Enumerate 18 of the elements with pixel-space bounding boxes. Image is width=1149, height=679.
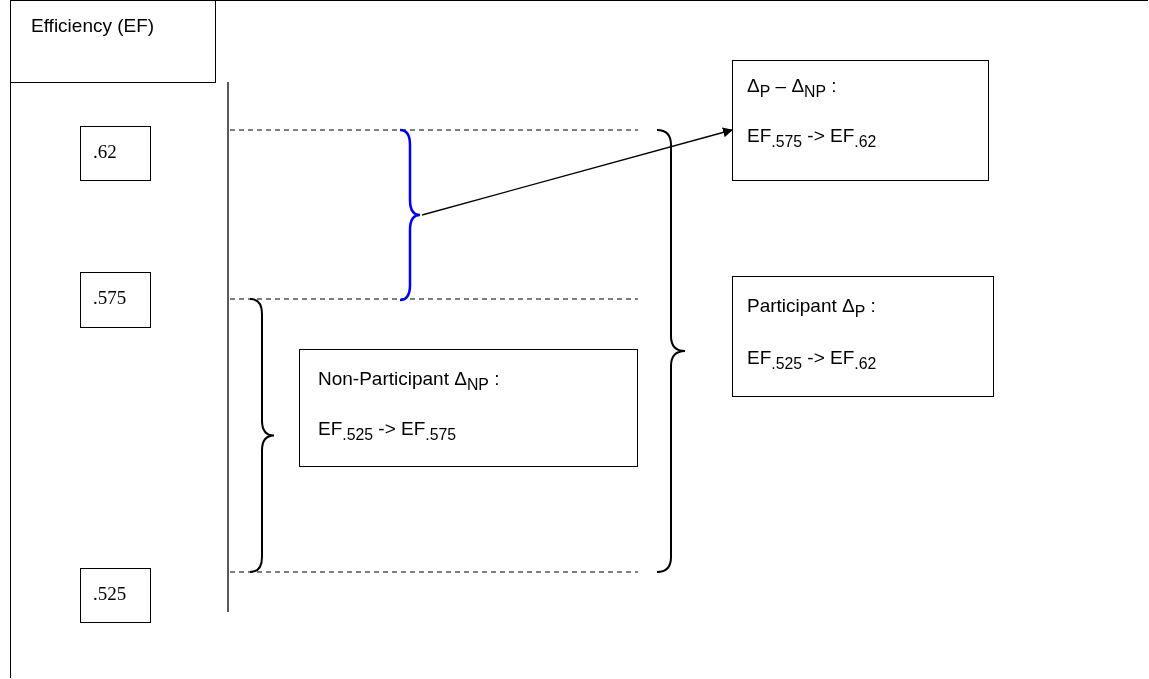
arrow	[421, 127, 733, 216]
box-text: .62	[93, 141, 117, 163]
axis-title-box	[10, 0, 216, 83]
annotation-box	[732, 60, 989, 181]
box-text: EF$_{.525}$ -> EF$_{.62}$	[747, 347, 877, 373]
annotation-box	[732, 276, 994, 397]
box-text: .575	[93, 287, 127, 309]
box-heading: Non-Participant Δ$_{NP}$ :	[318, 368, 500, 394]
box-heading: Participant Δ$_{P}$ :	[747, 295, 876, 321]
value-box	[80, 126, 151, 181]
box-text: EF$_{.575}$ -> EF$_{.62}$	[747, 125, 877, 151]
box-heading: Efficiency (EF)	[31, 15, 155, 37]
box-text: .525	[93, 583, 127, 605]
value-box	[80, 272, 151, 328]
box-heading: Δ$_{P}$ – Δ$_{NP}$ :	[747, 75, 837, 101]
value-box	[80, 568, 151, 623]
box-text: EF$_{.525}$ -> EF$_{.575}$	[318, 418, 457, 444]
annotation-box	[299, 349, 638, 467]
